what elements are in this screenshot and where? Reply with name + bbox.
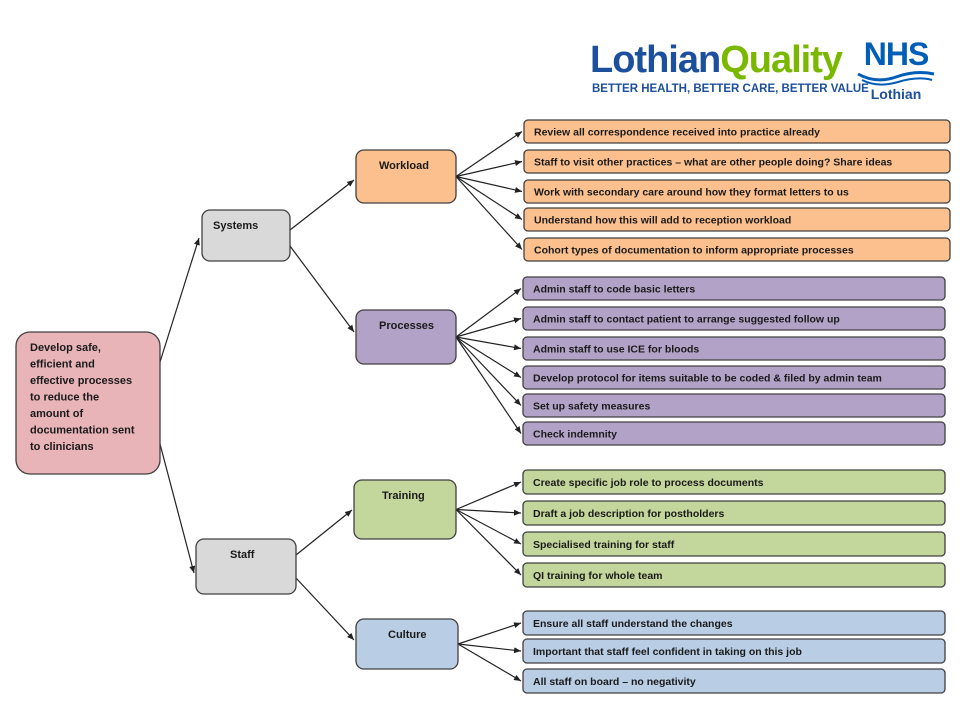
workload-idea-arrow bbox=[455, 176, 523, 250]
training-idea-text: Draft a job description for postholders bbox=[533, 508, 725, 520]
staff-label: Staff bbox=[230, 549, 255, 561]
culture-idea-box bbox=[522, 638, 946, 664]
goal-box bbox=[15, 331, 161, 475]
staff-box bbox=[195, 538, 297, 595]
goal-text-line: Develop safe, bbox=[30, 342, 101, 354]
processes-idea-box bbox=[522, 421, 946, 446]
processes-idea-arrow bbox=[455, 288, 522, 338]
processes-idea-text: Admin staff to contact patient to arrang… bbox=[533, 314, 840, 326]
staff-to-culture-arrow bbox=[295, 577, 355, 641]
workload-label: Workload bbox=[379, 160, 429, 172]
processes-label: Processes bbox=[379, 320, 434, 332]
training-idea-text: Create specific job role to process docu… bbox=[533, 477, 764, 489]
culture-idea-box bbox=[522, 610, 946, 636]
training-idea-arrow bbox=[455, 508, 522, 516]
workload-idea-arrow bbox=[455, 175, 523, 193]
workload-idea-text: Understand how this will add to receptio… bbox=[534, 215, 791, 227]
culture-idea-arrow bbox=[457, 643, 522, 654]
goal-text-line: documentation sent bbox=[30, 425, 135, 437]
culture-idea-text: Important that staff feel confident in t… bbox=[533, 646, 802, 658]
processes-idea-box bbox=[522, 393, 946, 418]
workload-idea-box bbox=[523, 119, 951, 144]
processes-idea-box bbox=[522, 306, 946, 331]
training-idea-arrow bbox=[455, 508, 522, 545]
staff-to-training-arrow bbox=[295, 509, 353, 556]
lothian-word: Lothian bbox=[590, 39, 721, 81]
lothian-quality-wordmark: LothianQuality bbox=[590, 38, 843, 82]
workload-idea-text: Review all correspondence received into … bbox=[534, 127, 820, 139]
processes-idea-text: Set up safety measures bbox=[533, 401, 650, 413]
workload-idea-box bbox=[523, 237, 951, 262]
nhs-subtitle: Lothian bbox=[870, 86, 922, 102]
goal-text-line: to clinicians bbox=[30, 441, 94, 453]
processes-idea-box bbox=[522, 276, 946, 301]
nhs-wordmark: NHS bbox=[863, 36, 930, 72]
processes-box bbox=[355, 309, 457, 365]
culture-idea-arrow bbox=[457, 643, 522, 682]
systems-box bbox=[201, 209, 291, 262]
training-label: Training bbox=[382, 490, 425, 502]
workload-idea-text: Cohort types of documentation to inform … bbox=[534, 245, 854, 257]
nhs-wave-icon bbox=[857, 71, 935, 86]
workload-idea-arrow bbox=[455, 131, 523, 177]
goal-to-staff-arrow bbox=[159, 443, 196, 574]
processes-idea-arrow bbox=[455, 336, 522, 406]
culture-idea-arrow bbox=[457, 622, 522, 645]
processes-idea-text: Check indemnity bbox=[533, 429, 617, 441]
goal-text-line: amount of bbox=[30, 408, 83, 420]
processes-idea-text: Admin staff to use ICE for bloods bbox=[533, 344, 699, 356]
culture-idea-box bbox=[522, 668, 946, 694]
goal-text-line: efficient and bbox=[30, 359, 95, 371]
workload-idea-arrow bbox=[455, 160, 523, 178]
processes-idea-arrow bbox=[455, 336, 522, 434]
workload-idea-text: Work with secondary care around how they… bbox=[534, 187, 849, 199]
systems-label: Systems bbox=[213, 220, 258, 232]
workload-idea-box bbox=[523, 207, 951, 232]
lothian-quality-logo: LothianQuality BETTER HEALTH, BETTER CAR… bbox=[590, 38, 869, 100]
systems-to-processes-arrow bbox=[289, 245, 355, 333]
training-idea-box bbox=[522, 562, 946, 588]
systems-to-workload-arrow bbox=[289, 179, 355, 231]
quality-word: Quality bbox=[720, 39, 843, 81]
training-idea-arrow bbox=[455, 509, 522, 576]
training-idea-box bbox=[522, 531, 946, 557]
processes-idea-box bbox=[522, 365, 946, 390]
culture-box bbox=[355, 618, 459, 670]
lothian-quality-tagline: BETTER HEALTH, BETTER CARE, BETTER VALUE bbox=[592, 83, 869, 95]
training-idea-box bbox=[522, 500, 946, 526]
processes-idea-text: Develop protocol for items suitable to b… bbox=[533, 373, 882, 385]
culture-label: Culture bbox=[388, 629, 427, 641]
processes-idea-arrow bbox=[455, 336, 522, 379]
processes-idea-text: Admin staff to code basic letters bbox=[533, 284, 695, 296]
culture-idea-text: Ensure all staff understand the changes bbox=[533, 618, 733, 630]
workload-idea-box bbox=[523, 149, 951, 174]
culture-idea-text: All staff on board – no negativity bbox=[533, 676, 696, 688]
workload-idea-box bbox=[523, 179, 951, 204]
goal-text-line: effective processes bbox=[30, 375, 132, 387]
processes-idea-arrow bbox=[455, 336, 522, 351]
processes-idea-arrow bbox=[455, 317, 522, 338]
training-box bbox=[353, 479, 457, 540]
goal-text-line: to reduce the bbox=[30, 392, 99, 404]
training-idea-arrow bbox=[455, 481, 522, 511]
training-idea-box bbox=[522, 469, 946, 495]
training-idea-text: Specialised training for staff bbox=[533, 539, 675, 551]
processes-idea-box bbox=[522, 336, 946, 361]
workload-idea-arrow bbox=[455, 175, 523, 221]
workload-box bbox=[355, 149, 457, 204]
goal-to-systems-arrow bbox=[159, 237, 200, 363]
training-idea-text: QI training for whole team bbox=[533, 570, 663, 582]
workload-idea-text: Staff to visit other practices – what ar… bbox=[534, 157, 892, 169]
nhs-lothian-logo: NHS Lothian bbox=[852, 36, 940, 102]
